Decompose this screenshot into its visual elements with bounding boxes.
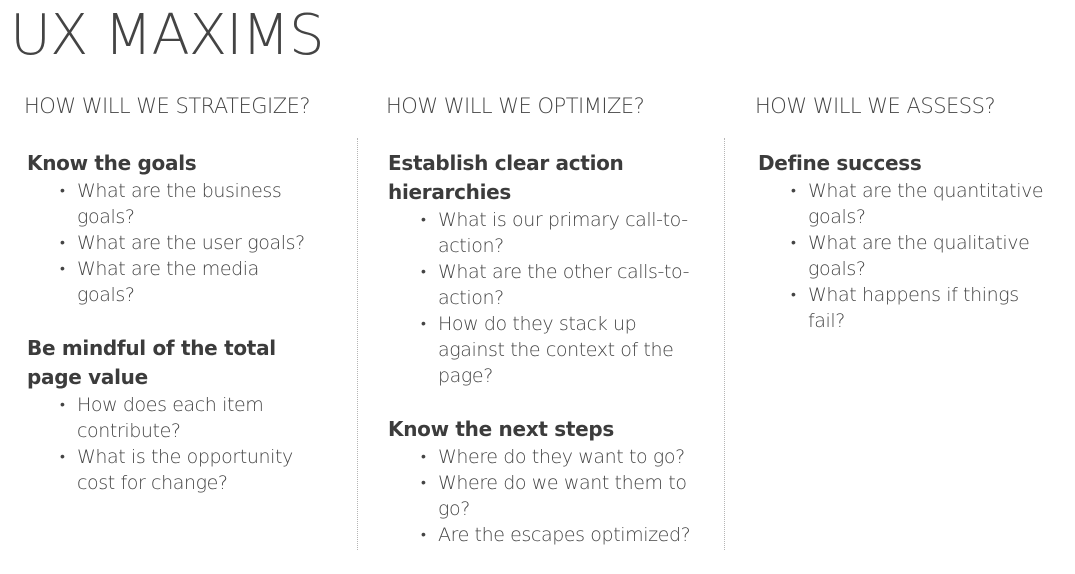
bullet-icon: • <box>421 475 426 491</box>
list-item-text: Where do they want to go? <box>438 446 685 468</box>
list-item: • Where do they want to go? <box>421 444 696 470</box>
list-item: • How does each item contribute? <box>60 392 312 444</box>
page-title: UX MAXIMS <box>10 3 325 68</box>
column-divider <box>724 138 725 550</box>
list-item: • What are the other calls-to-action? <box>421 259 696 311</box>
bullet-icon: • <box>421 449 426 465</box>
column-heading-optimize: HOW WILL WE OPTIMIZE? <box>386 94 645 118</box>
list-item-text: What are the media goals? <box>77 258 259 306</box>
bullet-list: • What are the business goals? • What are … <box>60 178 312 308</box>
section-next-steps: Know the next steps • Where do they want … <box>388 415 703 548</box>
list-item: • What is the opportunity cost for change… <box>60 444 312 496</box>
list-item: • Where do we want them to go? <box>421 470 696 522</box>
bullet-list: • How does each item contribute? • What is… <box>60 392 312 496</box>
list-item-text: How do they stack up against the context… <box>438 313 674 387</box>
bullet-icon: • <box>60 183 65 199</box>
bullet-icon: • <box>791 235 796 251</box>
list-item: • What are the qualitative goals? <box>791 230 1060 282</box>
bullet-icon: • <box>60 235 65 251</box>
section-know-the-goals: Know the goals • What are the business go… <box>27 149 342 308</box>
bullet-icon: • <box>60 261 65 277</box>
list-item-text: What is the opportunity cost for change? <box>77 446 293 494</box>
bullet-list: • What is our primary call-to-action? • Wh… <box>421 207 696 389</box>
section-title: Be mindful of the total page value <box>27 336 276 389</box>
list-item-text: Are the escapes optimized? <box>438 524 691 546</box>
bullet-list: • What are the quantitative goals? • What … <box>791 178 1060 334</box>
list-item-text: What are the other calls-to-action? <box>438 261 690 309</box>
list-item-text: What are the business goals? <box>77 180 282 228</box>
list-item-text: What is our primary call-to-action? <box>438 209 688 257</box>
list-item: • Are the escapes optimized? <box>421 522 696 548</box>
list-item: • How do they stack up against the contex… <box>421 311 696 389</box>
list-item-text: Where do we want them to go? <box>438 472 687 520</box>
column-heading-assess: HOW WILL WE ASSESS? <box>755 94 996 118</box>
bullet-icon: • <box>421 212 426 228</box>
list-item: • What are the quantitative goals? <box>791 178 1060 230</box>
bullet-icon: • <box>421 264 426 280</box>
bullet-icon: • <box>60 449 65 465</box>
list-item: • What are the media goals? <box>60 256 312 308</box>
list-item: • What are the user goals? <box>60 230 312 256</box>
list-item: • What happens if things fail? <box>791 282 1060 334</box>
bullet-icon: • <box>791 287 796 303</box>
list-item-text: What are the qualitative goals? <box>808 232 1030 280</box>
list-item: • What are the business goals? <box>60 178 312 230</box>
section-title: Establish clear action hierarchies <box>388 151 624 204</box>
section-title: Know the next steps <box>388 417 615 441</box>
column-strategize: Know the goals • What are the business go… <box>27 149 342 522</box>
bullet-icon: • <box>421 527 426 543</box>
section-title: Know the goals <box>27 151 197 175</box>
bullet-icon: • <box>60 397 65 413</box>
section-action-hierarchies: Establish clear action hierarchies • What… <box>388 149 703 389</box>
bullet-icon: • <box>421 316 426 332</box>
bullet-icon: • <box>791 183 796 199</box>
section-title: Define success <box>758 151 922 175</box>
column-assess: Define success • What are the quantitativ… <box>758 149 1063 360</box>
list-item: • What is our primary call-to-action? <box>421 207 696 259</box>
column-heading-strategize: HOW WILL WE STRATEGIZE? <box>24 94 311 118</box>
section-define-success: Define success • What are the quantitativ… <box>758 149 1063 334</box>
list-item-text: What are the user goals? <box>77 232 305 254</box>
list-item-text: What happens if things fail? <box>808 284 1019 332</box>
bullet-list: • Where do they want to go? • Where do we … <box>421 444 696 548</box>
column-divider <box>357 138 358 550</box>
section-total-page-value: Be mindful of the total page value • How … <box>27 334 342 496</box>
list-item-text: What are the quantitative goals? <box>808 180 1044 228</box>
column-optimize: Establish clear action hierarchies • What… <box>388 149 703 574</box>
list-item-text: How does each item contribute? <box>77 394 264 442</box>
